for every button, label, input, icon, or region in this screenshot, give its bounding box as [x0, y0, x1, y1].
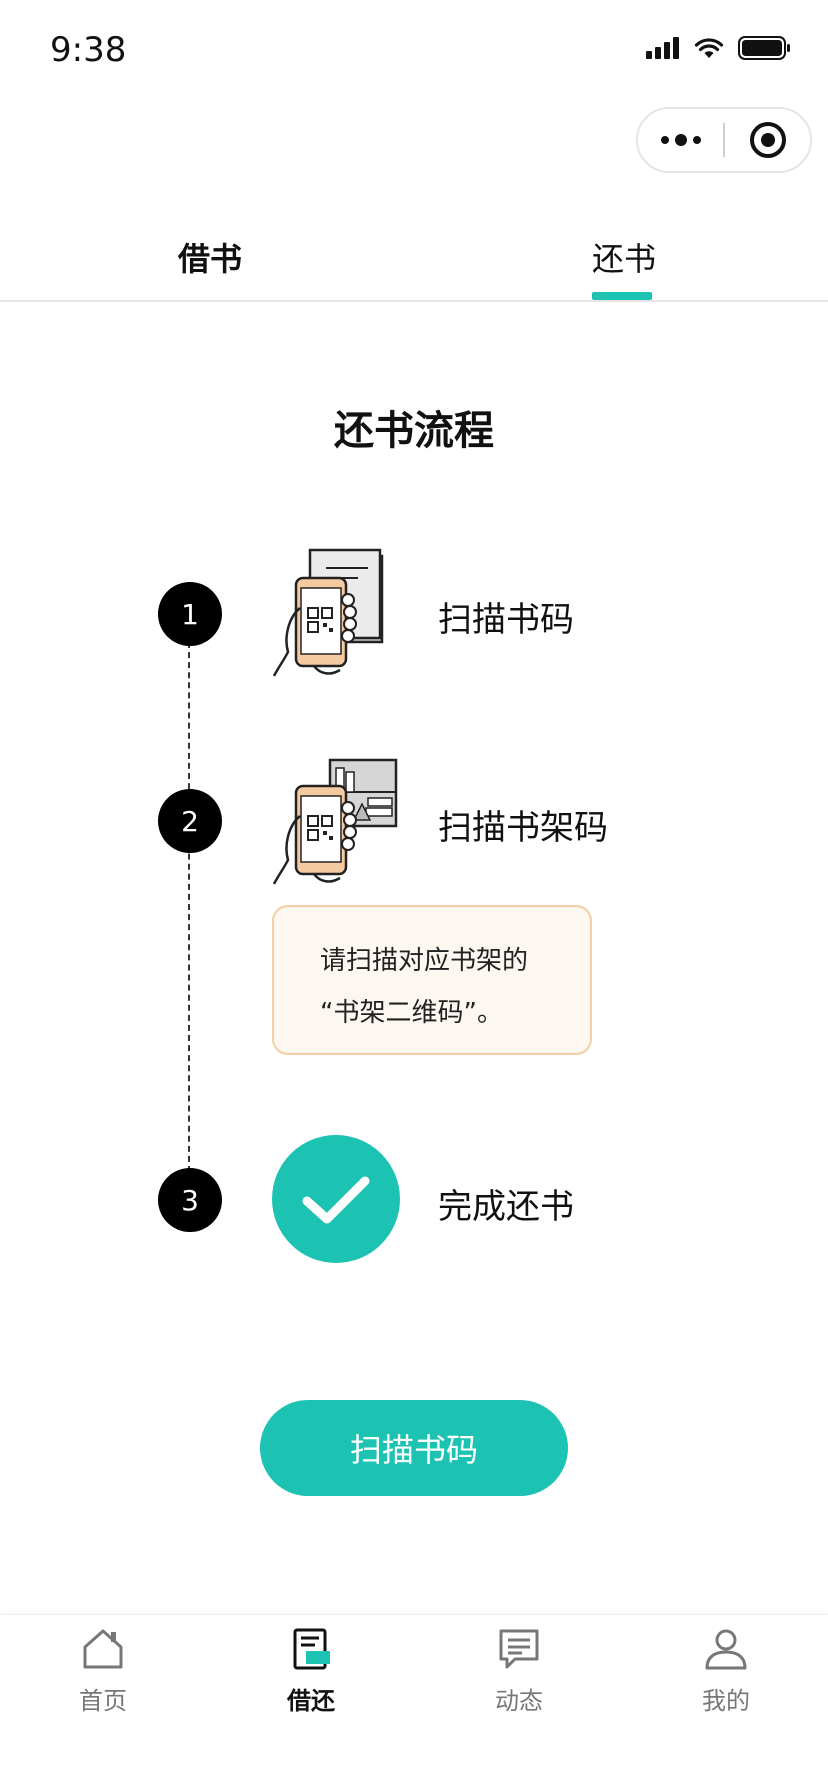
tabbar-label-feed: 动态: [495, 1687, 543, 1715]
home-icon: [83, 1629, 123, 1669]
tabbar-item-mine[interactable]: 我的: [656, 1625, 796, 1716]
complete-check-badge: [272, 1135, 400, 1263]
bottom-tabbar: 首页 借还 动态 我的: [0, 1614, 828, 1792]
scan-book-button[interactable]: 扫描书码: [260, 1400, 568, 1496]
step-number-2: 2: [158, 789, 222, 853]
step-number-1: 1: [158, 582, 222, 646]
tabbar-item-borrow-return[interactable]: 借还: [241, 1625, 381, 1716]
step-label-1: 扫描书码: [438, 600, 574, 640]
message-icon: [499, 1629, 539, 1669]
capsule-divider: [723, 123, 725, 157]
mini-program-capsule: [636, 107, 812, 173]
timeline-dashed-line: [188, 642, 190, 1172]
hint-line-2: “书架二维码”。: [320, 998, 503, 1028]
tab-borrow[interactable]: 借书: [178, 240, 243, 278]
scan-book-illustration: [272, 548, 384, 677]
status-bar: 9:38: [0, 0, 828, 100]
shelf-hint-box: 请扫描对应书架的 “书架二维码”。: [272, 905, 592, 1055]
borrow-return-icon: [293, 1628, 330, 1670]
tab-return[interactable]: 还书: [592, 240, 657, 278]
status-icons: [646, 36, 792, 60]
top-tabs: 借书 还书: [0, 200, 828, 302]
wifi-icon: [694, 38, 724, 58]
checkmark-icon: [302, 1176, 370, 1224]
hint-line-1: 请扫描对应书架的: [320, 946, 529, 976]
step-label-3: 完成还书: [438, 1187, 574, 1227]
more-dots-icon: [660, 134, 701, 146]
close-miniprogram-button[interactable]: [725, 109, 810, 171]
step-number-3: 3: [158, 1168, 222, 1232]
process-title: 还书流程: [334, 408, 494, 454]
step-label-2: 扫描书架码: [438, 808, 608, 848]
tabbar-label-borrow-return: 借还: [287, 1687, 335, 1715]
tab-active-indicator: [592, 292, 652, 300]
tabbar-item-feed[interactable]: 动态: [449, 1625, 589, 1716]
tabbar-label-mine: 我的: [702, 1687, 750, 1715]
more-button[interactable]: [638, 109, 723, 171]
scan-shelf-illustration: [272, 758, 398, 885]
status-time: 9:38: [50, 30, 127, 70]
user-icon: [705, 1629, 747, 1670]
signal-icon: [646, 37, 679, 59]
tabbar-item-home[interactable]: 首页: [33, 1625, 173, 1716]
battery-icon: [738, 36, 790, 60]
target-icon: [749, 122, 786, 158]
tabbar-label-home: 首页: [79, 1687, 127, 1715]
